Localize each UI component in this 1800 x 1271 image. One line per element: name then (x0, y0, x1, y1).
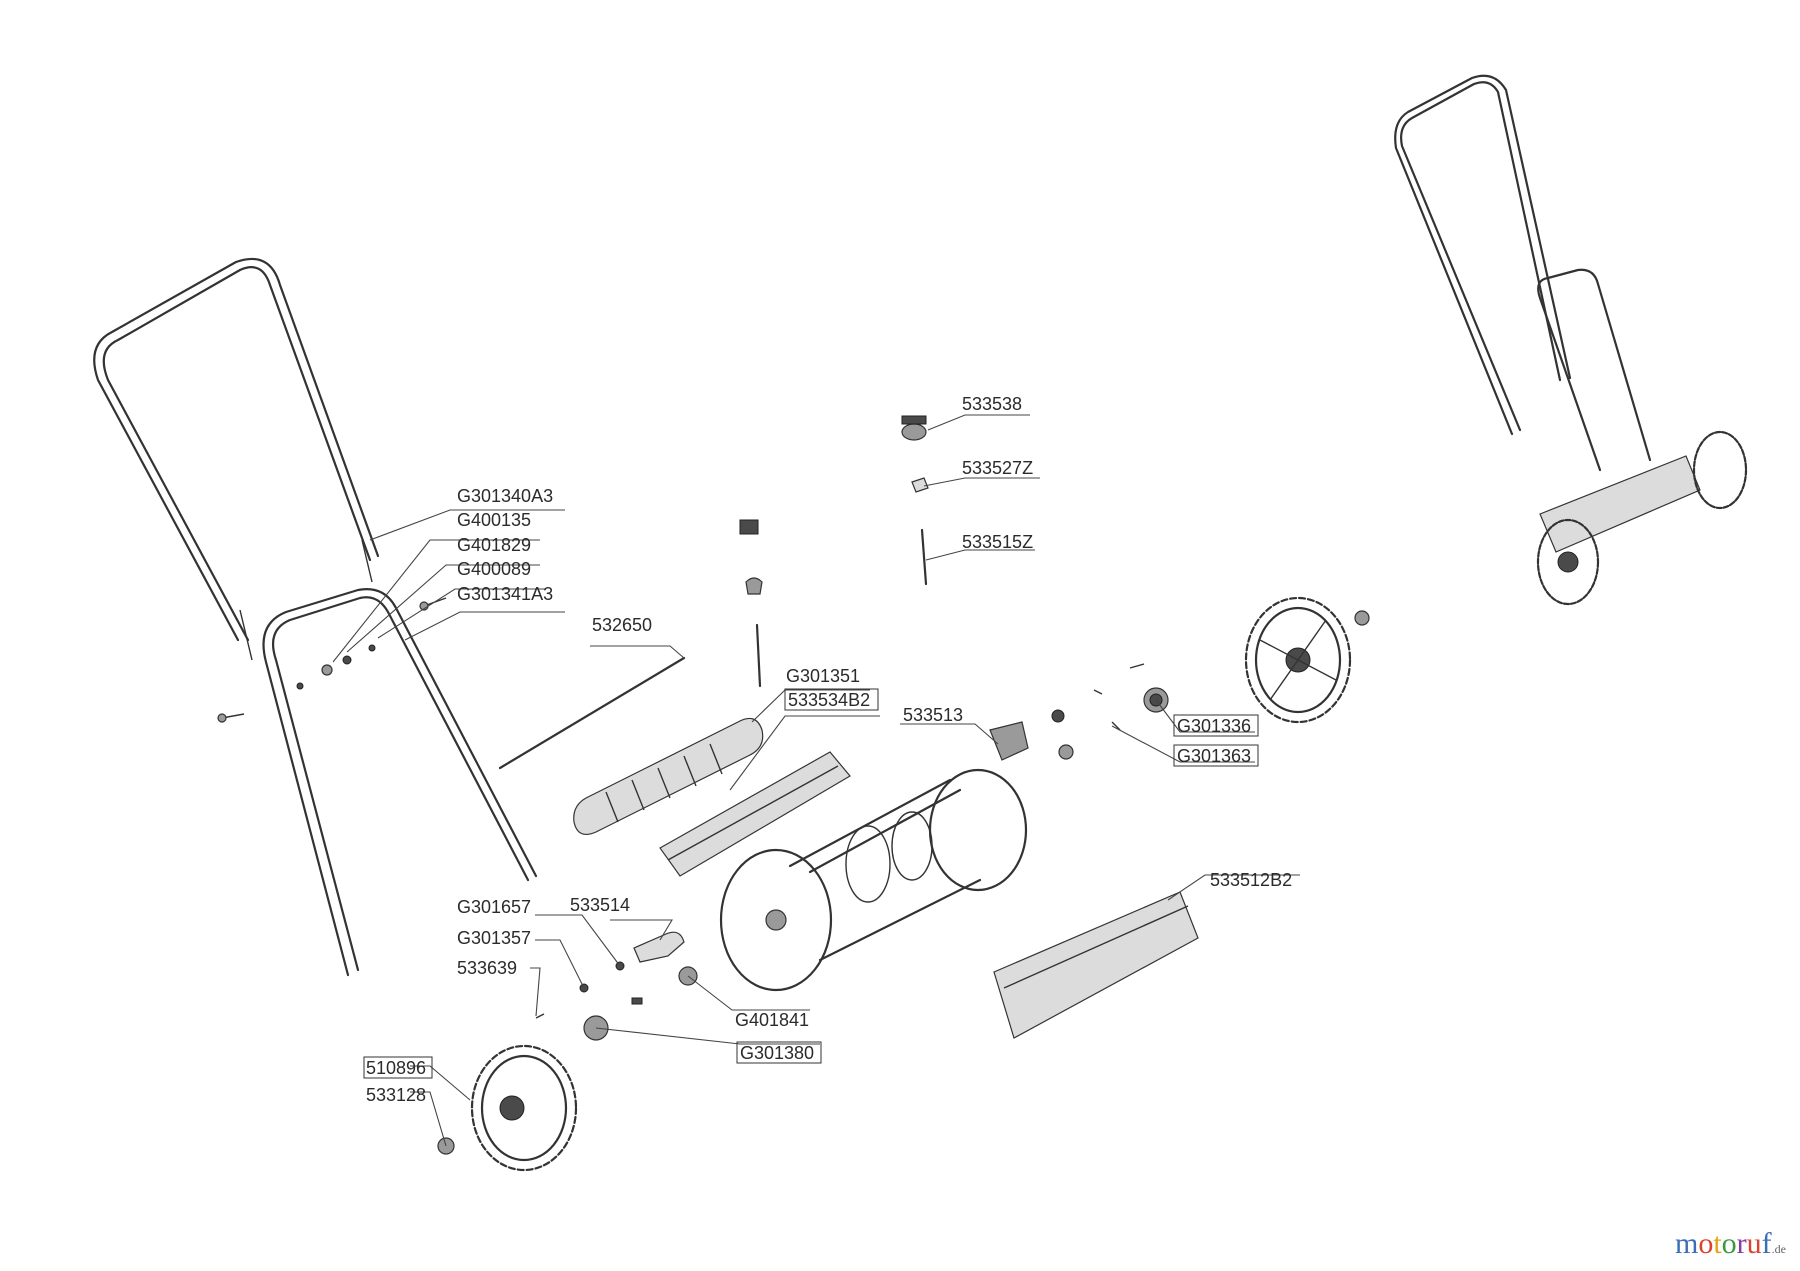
roller-label-box (784, 688, 879, 711)
top-knob-stack (901, 415, 929, 586)
part-label: G301336 (1177, 716, 1251, 736)
part-label: G301380 (740, 1043, 814, 1063)
left-hardware (535, 931, 698, 1041)
part-label: 533639 (457, 958, 517, 978)
part-label: 533512B2 (1210, 870, 1292, 890)
part-label: 510896 (366, 1058, 426, 1078)
part-labels: G301340A3 G400135 G401829 G400089 G30134… (363, 394, 1292, 1105)
part-label: G301363 (1177, 746, 1251, 766)
wheel-left-label-box (363, 1056, 433, 1079)
right-hardware (989, 663, 1169, 761)
part-label: 533128 (366, 1085, 426, 1105)
logo-domain: .de (1771, 1242, 1786, 1256)
part-label: 533515Z (962, 532, 1033, 552)
left-wheel-part (437, 1044, 578, 1172)
part-label: G401829 (457, 535, 531, 555)
part-label: 533527Z (962, 458, 1033, 478)
bedknife-bar-part (659, 751, 851, 877)
part-label: 533534B2 (788, 690, 870, 710)
center-bolt-stack (739, 519, 763, 688)
blade-bar-part (993, 891, 1199, 1039)
logo-text: motoruf (1674, 1227, 1772, 1260)
part-label: 532650 (592, 615, 652, 635)
part-label: G301657 (457, 897, 531, 917)
gear-right-label-box (1173, 714, 1259, 737)
part-label: 533538 (962, 394, 1022, 414)
rod-part (498, 656, 686, 770)
gear-left-label-box (736, 1041, 822, 1064)
lower-handle-part (262, 588, 538, 977)
motoruf-logo: motoruf.de (1675, 1227, 1786, 1261)
part-label: G400089 (457, 559, 531, 579)
assembled-mower-illustration (1394, 74, 1748, 606)
handle-hardware (217, 597, 447, 723)
part-label: 533513 (903, 705, 963, 725)
leader-lines (332, 414, 1300, 1147)
upper-handle-part (93, 257, 380, 661)
part-label: 533514 (570, 895, 630, 915)
part-label: G301357 (457, 928, 531, 948)
part-label: G401841 (735, 1010, 809, 1030)
part-label: G301351 (786, 666, 860, 686)
part-label: G400135 (457, 510, 531, 530)
roller-part (573, 717, 764, 835)
part-label: G301340A3 (457, 486, 553, 506)
right-wheel-part (1244, 596, 1370, 724)
part-label: G301341A3 (457, 584, 553, 604)
reel-part (719, 768, 1028, 992)
pin-right-label-box (1173, 744, 1259, 767)
